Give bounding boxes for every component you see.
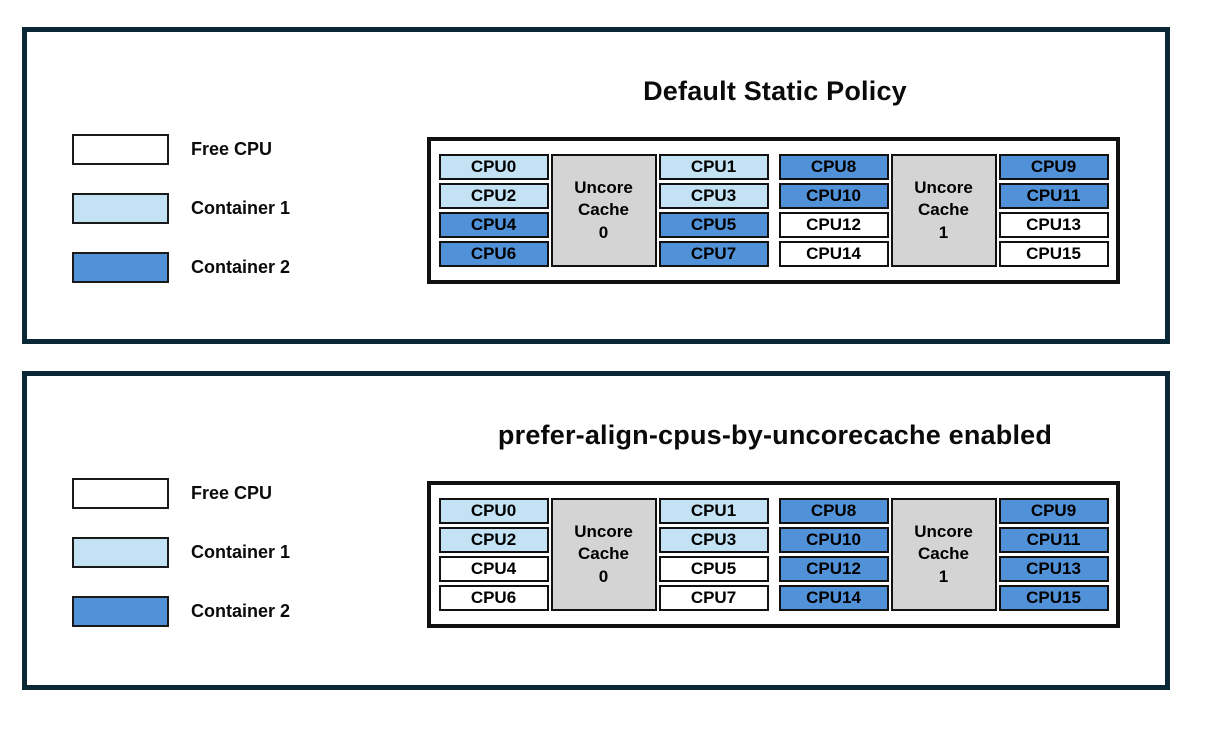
cpu-cell-cpu12: CPU12 [778, 556, 889, 582]
cpu-cell-cpu2: CPU2 [438, 183, 549, 209]
cpu-cell-cpu1: CPU1 [658, 498, 769, 524]
cpu-cell-cpu10: CPU10 [778, 527, 889, 553]
cpu-cell-cpu5: CPU5 [658, 556, 769, 582]
legend-swatch-container-1 [72, 193, 169, 224]
legend: Free CPU Container 1 Container 2 [72, 478, 290, 655]
cpu-cell-cpu1: CPU1 [658, 154, 769, 180]
legend-label: Container 2 [191, 257, 291, 277]
legend-row-container-1: Container 1 [72, 537, 290, 568]
legend-row-container-2: Container 2 [72, 252, 290, 283]
panel-title: Default Static Policy [643, 76, 907, 106]
legend-label: Free CPU [191, 139, 273, 159]
cpu-cell-cpu14: CPU14 [778, 241, 889, 267]
cpu-cell-cpu13: CPU13 [998, 556, 1109, 582]
cpu-cell-cpu8: CPU8 [778, 498, 889, 524]
uncore-cache-1-box: Uncore Cache 1 [890, 498, 997, 611]
cpu-cell-cpu6: CPU6 [438, 585, 549, 611]
cpu-cell-cpu13: CPU13 [998, 212, 1109, 238]
cpu-cell-cpu3: CPU3 [658, 183, 769, 209]
cpu-cell-cpu10: CPU10 [778, 183, 889, 209]
legend-row-container-2: Container 2 [72, 596, 290, 627]
legend-swatch-container-1 [72, 537, 169, 568]
cpu-cell-cpu7: CPU7 [658, 241, 769, 267]
cpu-cell-cpu3: CPU3 [658, 527, 769, 553]
cpu-cell-cpu2: CPU2 [438, 527, 549, 553]
legend-label: Container 1 [191, 542, 291, 562]
cpu-cell-cpu7: CPU7 [658, 585, 769, 611]
legend-row-free-cpu: Free CPU [72, 134, 290, 165]
cpu-cell-cpu14: CPU14 [778, 585, 889, 611]
cpu-cell-cpu15: CPU15 [998, 241, 1109, 267]
panel-default-static-policy: Default Static Policy Free CPU Container… [22, 27, 1170, 344]
cpu-cell-cpu6: CPU6 [438, 241, 549, 267]
cpu-cell-cpu9: CPU9 [998, 498, 1109, 524]
legend-label: Free CPU [191, 483, 273, 503]
legend: Free CPU Container 1 Container 2 [72, 134, 290, 311]
cpu-cell-cpu11: CPU11 [998, 183, 1109, 209]
uncore-cache-0-box: Uncore Cache 0 [550, 498, 657, 611]
cpu-cell-cpu4: CPU4 [438, 212, 549, 238]
uncore-cache-0-box: Uncore Cache 0 [550, 154, 657, 267]
panel-title: prefer-align-cpus-by-uncorecache enabled [497, 420, 1053, 450]
legend-swatch-container-2 [72, 252, 169, 283]
cpu-cell-cpu0: CPU0 [438, 498, 549, 524]
uncore-cache-1-box: Uncore Cache 1 [890, 154, 997, 267]
cpu-cell-cpu4: CPU4 [438, 556, 549, 582]
legend-swatch-container-2 [72, 596, 169, 627]
cpu-cell-cpu15: CPU15 [998, 585, 1109, 611]
legend-label: Container 2 [191, 601, 291, 621]
cpu-cell-cpu0: CPU0 [438, 154, 549, 180]
cpu-cell-cpu9: CPU9 [998, 154, 1109, 180]
legend-swatch-free-cpu [72, 134, 169, 165]
cpu-cell-cpu5: CPU5 [658, 212, 769, 238]
legend-label: Container 1 [191, 198, 291, 218]
cpu-cell-cpu8: CPU8 [778, 154, 889, 180]
panel-prefer-align-uncorecache: prefer-align-cpus-by-uncorecache enabled… [22, 371, 1170, 690]
cpu-cell-cpu12: CPU12 [778, 212, 889, 238]
cpu-cell-cpu11: CPU11 [998, 527, 1109, 553]
legend-swatch-free-cpu [72, 478, 169, 509]
legend-row-container-1: Container 1 [72, 193, 290, 224]
legend-row-free-cpu: Free CPU [72, 478, 290, 509]
